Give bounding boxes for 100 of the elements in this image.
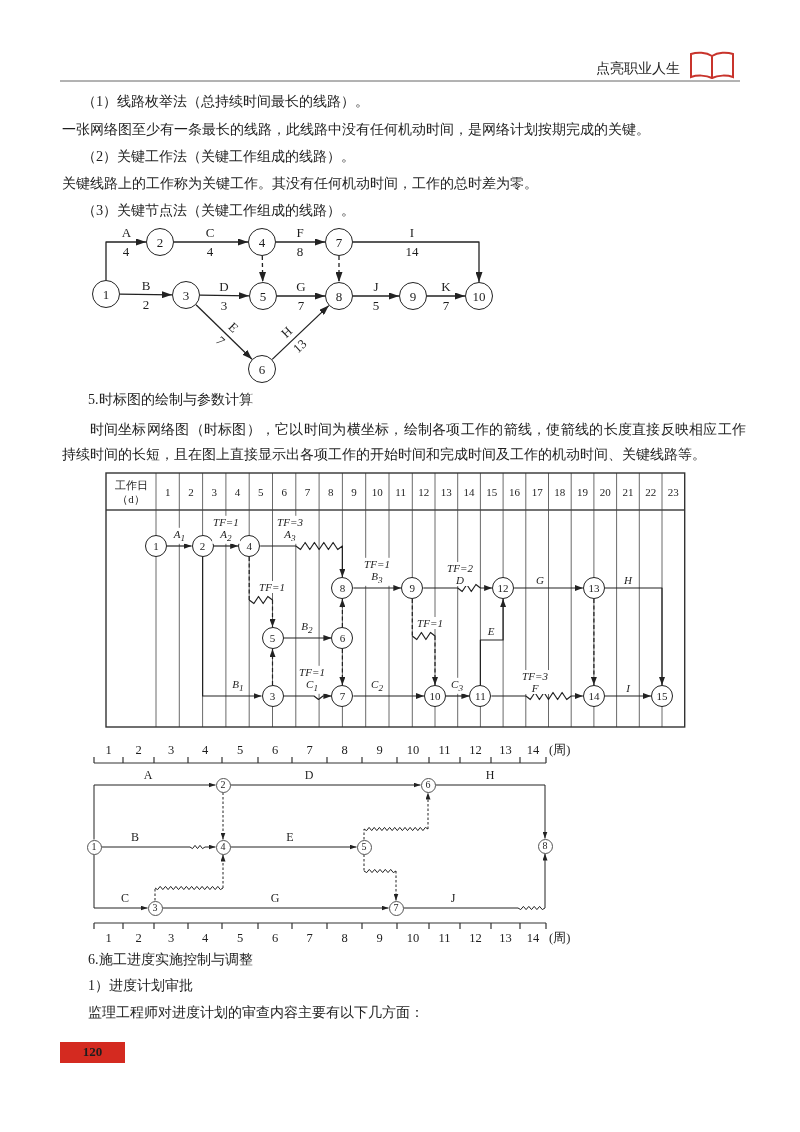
edge-label: I 14: [405, 224, 419, 261]
arrow: [445, 693, 470, 699]
edge-label: TF=1: [258, 581, 286, 593]
edge-label: C: [120, 891, 130, 905]
scale-number: 10: [406, 743, 420, 759]
dashed-arrow: [339, 598, 346, 628]
dashed-arrow: [335, 255, 343, 283]
dashed-arrow: [269, 648, 276, 686]
edge-label: A$_{1}$: [172, 527, 186, 544]
scale-number: 2: [135, 931, 142, 947]
arrow: [604, 693, 652, 699]
scale-number: 8: [341, 931, 348, 947]
scale-number: 12: [469, 931, 482, 947]
event-node: 8: [325, 282, 353, 310]
event-node: 3: [261, 685, 284, 707]
event-node: 8: [537, 838, 553, 854]
arrow: [105, 238, 147, 281]
column-header: 17: [530, 484, 544, 500]
dashed-arrow: [339, 648, 346, 686]
column-header: 1: [163, 484, 172, 500]
scale-number: 14: [526, 743, 540, 759]
edge-label: TF=1 B$_{3}$: [363, 557, 391, 586]
paragraph: 关键线路上的工作称为关键工作。其没有任何机动时间，工作的总时差为零。: [62, 175, 538, 193]
scale-number: 5: [236, 931, 244, 947]
edge-label: G: [535, 574, 545, 586]
arrow: [230, 782, 421, 788]
arrow: [604, 587, 665, 686]
event-node: 9: [399, 282, 427, 310]
edge-label: J: [449, 891, 457, 905]
dashed-arrow: [590, 598, 597, 686]
event-node: 2: [191, 535, 214, 557]
dashed-arrow: [363, 854, 399, 901]
column-header: 12: [417, 484, 431, 500]
event-node: 10: [465, 282, 493, 310]
edge-label: G 7: [296, 278, 306, 315]
event-node: 7: [388, 900, 404, 916]
scale-number: 9: [376, 743, 383, 759]
event-node: 5: [356, 839, 372, 855]
column-header: 4: [233, 484, 242, 500]
column-header: 22: [644, 484, 658, 500]
scale-number: 10: [406, 931, 420, 947]
column-header: 14: [462, 484, 476, 500]
event-node: 13: [582, 577, 605, 599]
arrow: [282, 693, 332, 701]
arrow: [119, 291, 173, 299]
arrow: [173, 238, 249, 246]
arrow: [403, 853, 548, 911]
arrow: [490, 691, 584, 701]
scale-number: 4: [201, 743, 209, 759]
dashed-arrow: [411, 598, 438, 686]
edge-label: G: [269, 891, 281, 905]
arrow: [230, 844, 357, 850]
column-header: 工作日（d）: [113, 477, 149, 507]
edge-label: J 5: [372, 278, 380, 315]
scale-number: 14: [526, 931, 540, 947]
event-node: 6: [331, 627, 354, 649]
arrow: [93, 854, 148, 911]
edge-label: A: [142, 768, 154, 782]
edge-label: C$_{3}$: [450, 677, 464, 694]
event-node: 7: [325, 228, 353, 256]
edge-label: TF=1 A$_{2}$: [212, 515, 240, 544]
column-header: 10: [370, 484, 384, 500]
numbered-heading: 1）进度计划审批: [88, 977, 193, 995]
unit-label: (周): [549, 931, 571, 947]
event-node: 3: [172, 281, 200, 309]
column-header: 20: [598, 484, 612, 500]
scale-number: 1: [105, 743, 112, 759]
scale-number: 11: [438, 931, 451, 947]
column-header: 13: [439, 484, 453, 500]
event-node: 5: [249, 282, 277, 310]
column-header: 5: [257, 484, 265, 500]
arrow: [426, 292, 466, 300]
scale-number: 6: [271, 743, 279, 759]
event-node: 7: [331, 685, 354, 707]
column-header: 21: [621, 484, 635, 500]
arrow: [352, 693, 425, 699]
scale-number: 4: [201, 931, 209, 947]
arrow: [422, 583, 493, 593]
event-node: 5: [261, 627, 284, 649]
arrow: [513, 585, 584, 591]
edge-label: E: [486, 625, 496, 637]
edge-label: B: [130, 830, 140, 844]
column-header: 18: [553, 484, 567, 500]
event-node: 1: [145, 535, 167, 557]
column-header: 6: [280, 484, 288, 500]
arrow: [275, 238, 326, 246]
arrow: [479, 598, 507, 686]
edge-label: TF=1 C$_{1}$: [298, 665, 326, 694]
column-header: 9: [350, 484, 358, 500]
scale-number: 9: [376, 931, 383, 947]
edge-label: E: [285, 830, 295, 844]
arrow: [435, 784, 548, 839]
column-header: 8: [327, 484, 335, 500]
edge-label: H: [623, 574, 633, 586]
event-node: 15: [651, 685, 673, 707]
arrow: [166, 543, 193, 549]
numbered-heading: （3）关键节点法（关键工作组成的线路）。: [82, 202, 356, 220]
page-number: 120: [60, 1042, 125, 1063]
scale-number: 3: [167, 931, 175, 947]
edge-label: D: [303, 768, 315, 782]
